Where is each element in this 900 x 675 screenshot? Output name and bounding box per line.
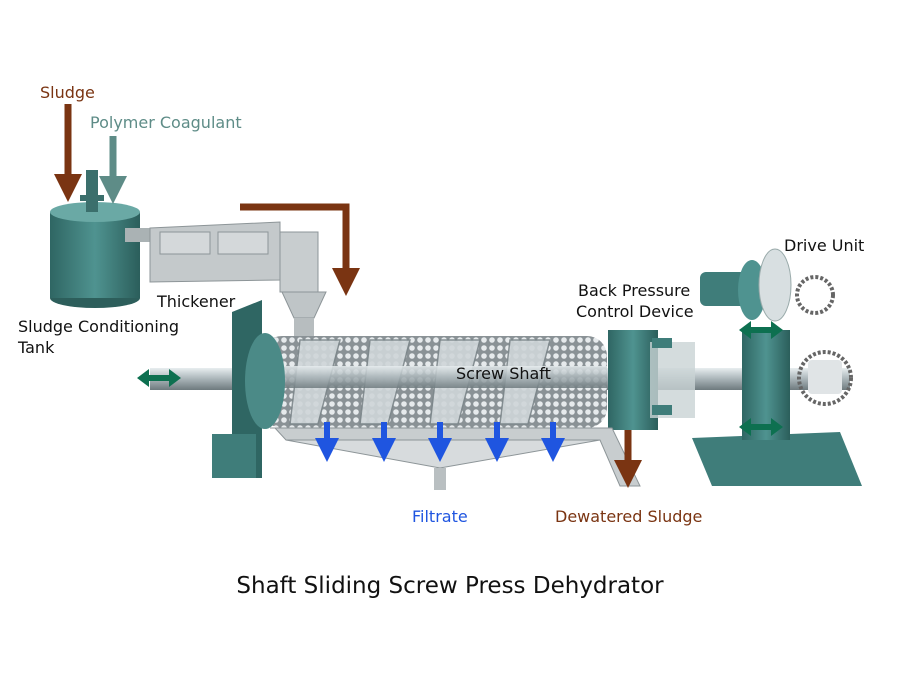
slide-arrows <box>137 321 783 436</box>
diagram-title: Shaft Sliding Screw Press Dehydrator <box>236 573 664 599</box>
drive-unit <box>692 248 862 486</box>
sludge-conditioning-tank <box>50 170 155 308</box>
label-back-pressure-line1: Back Pressure <box>578 281 691 300</box>
label-dewatered-sludge: Dewatered Sludge <box>555 507 703 526</box>
back-pressure-device <box>608 330 695 430</box>
label-screw-shaft: Screw Shaft <box>456 364 551 383</box>
label-filtrate: Filtrate <box>412 507 468 526</box>
label-thickener: Thickener <box>157 292 236 311</box>
label-drive-unit: Drive Unit <box>784 236 865 255</box>
filtrate-arrows <box>315 422 565 462</box>
label-sludge: Sludge <box>40 83 95 102</box>
label-back-pressure-line2: Control Device <box>576 302 694 321</box>
label-polymer-coagulant: Polymer Coagulant <box>90 113 242 132</box>
thickener <box>149 221 327 340</box>
label-tank-line1: Sludge Conditioning <box>18 317 180 336</box>
thickened-sludge-arrow <box>240 203 360 296</box>
label-tank-line2: Tank <box>18 338 55 357</box>
left-frame <box>212 300 285 478</box>
